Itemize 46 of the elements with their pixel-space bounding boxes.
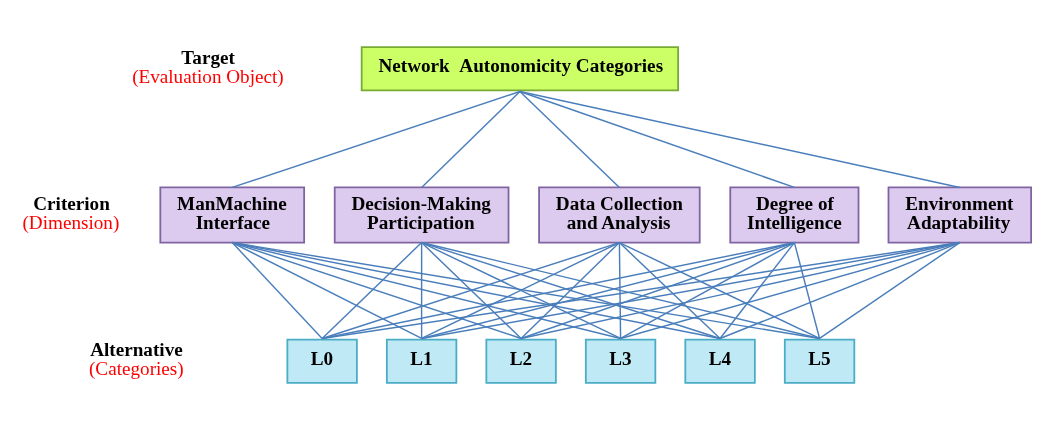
connector <box>818 241 961 340</box>
connector <box>519 90 961 189</box>
connector <box>231 241 821 340</box>
node-box: Environment Adaptability <box>887 186 1032 244</box>
connector <box>231 90 521 189</box>
connector <box>321 241 961 340</box>
node-box: L5 <box>783 338 856 384</box>
label: Criterion <box>33 192 110 214</box>
connector <box>231 241 522 340</box>
connector <box>519 90 621 189</box>
node-box: ManMachine Interface <box>159 186 306 244</box>
label: Alternative <box>90 339 183 361</box>
connector <box>420 241 721 340</box>
node-box: Network Autonomicity Categories <box>360 46 679 92</box>
connector <box>321 241 796 340</box>
connector <box>231 241 423 340</box>
connector <box>793 241 821 340</box>
node-box: Decision-Making Participation <box>333 186 510 244</box>
connector <box>520 241 796 340</box>
connector <box>231 241 721 340</box>
node-box: L2 <box>485 338 557 384</box>
connector <box>420 241 961 340</box>
connector <box>321 241 423 340</box>
connector <box>618 241 622 340</box>
label: (Dimension) <box>22 212 120 234</box>
connector <box>719 241 796 340</box>
connector <box>619 241 961 340</box>
connector <box>520 241 621 340</box>
label: (Categories) <box>88 358 184 380</box>
connector <box>420 241 423 340</box>
node-box: L4 <box>684 338 756 384</box>
label: Target <box>181 46 235 68</box>
node-box: L0 <box>286 338 358 384</box>
node-box: L3 <box>584 338 657 384</box>
connector <box>420 90 521 189</box>
connector <box>321 241 621 340</box>
connector <box>231 241 323 340</box>
connector <box>231 241 622 340</box>
connector <box>420 241 522 340</box>
node-box: Degree of Intelligence <box>729 186 860 244</box>
connector <box>520 241 961 340</box>
node-box: Data Collection and Analysis <box>538 186 701 244</box>
connector <box>519 90 796 189</box>
connector <box>618 241 721 340</box>
node-box: L1 <box>385 338 458 384</box>
connector <box>719 241 961 340</box>
